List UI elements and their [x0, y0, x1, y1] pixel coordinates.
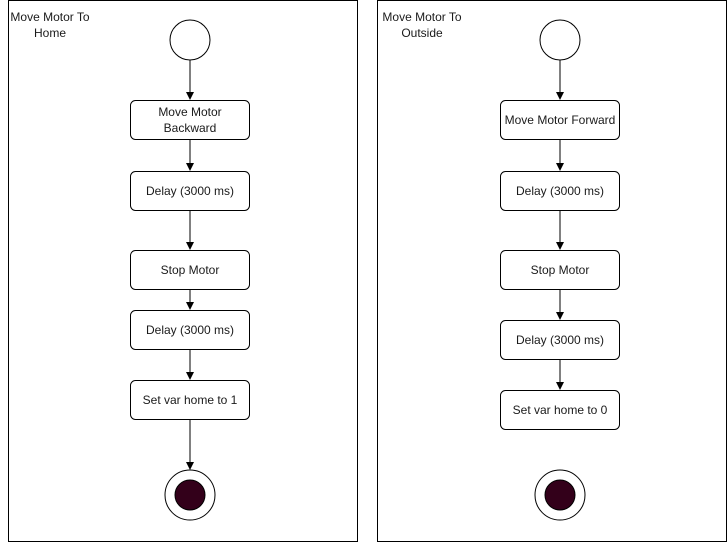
right-diagram: Move Motor To Outside Move Motor Forward… [377, 0, 727, 542]
right-step-4-label: Delay (3000 ms) [516, 333, 604, 347]
right-step-2-label: Delay (3000 ms) [516, 184, 604, 198]
left-step-3-label: Stop Motor [161, 263, 220, 277]
left-step-delay-1[interactable] [130, 171, 250, 211]
left-diagram: Move Motor To Home Move Motor Backward D… [8, 0, 358, 542]
right-arrow-5 [556, 382, 564, 390]
right-arrow-3 [556, 242, 564, 250]
left-start-node[interactable] [169, 19, 211, 61]
right-step-set-var[interactable] [500, 390, 620, 430]
right-start-node[interactable] [539, 19, 581, 61]
right-end-node-core [544, 479, 576, 511]
right-arrow-1 [556, 92, 564, 100]
right-step-delay-2[interactable] [500, 320, 620, 360]
right-step-3-label: Stop Motor [531, 263, 590, 277]
left-step-move-backward[interactable] [130, 100, 250, 140]
left-step-delay-2[interactable] [130, 310, 250, 350]
left-title-line2: Home [34, 26, 66, 40]
right-title-line1: Move Motor To [382, 10, 461, 24]
left-end-node-core [174, 479, 206, 511]
right-step-5-label: Set var home to 0 [513, 403, 608, 417]
left-title-line1: Move Motor To [10, 10, 89, 24]
right-arrow-4 [556, 312, 564, 320]
left-step-2-label: Delay (3000 ms) [146, 184, 234, 198]
left-step-5-label: Set var home to 1 [143, 393, 238, 407]
left-step-4-label: Delay (3000 ms) [146, 323, 234, 337]
right-arrow-2 [556, 163, 564, 171]
left-arrow-4 [186, 302, 194, 310]
left-step-set-var[interactable] [130, 380, 250, 420]
right-step-move-forward[interactable] [500, 100, 620, 140]
left-arrow-2 [186, 163, 194, 171]
left-arrow-6 [186, 462, 194, 470]
right-step-stop-motor[interactable] [500, 250, 620, 290]
left-step-stop-motor[interactable] [130, 250, 250, 290]
right-step-1-label: Move Motor Forward [505, 113, 616, 127]
left-arrow-5 [186, 372, 194, 380]
right-step-delay-1[interactable] [500, 171, 620, 211]
left-step-1-line2: Backward [164, 121, 217, 135]
right-title-line2: Outside [401, 26, 443, 40]
left-arrow-1 [186, 92, 194, 100]
left-arrow-3 [186, 242, 194, 250]
left-step-1-line1: Move Motor [158, 105, 221, 119]
